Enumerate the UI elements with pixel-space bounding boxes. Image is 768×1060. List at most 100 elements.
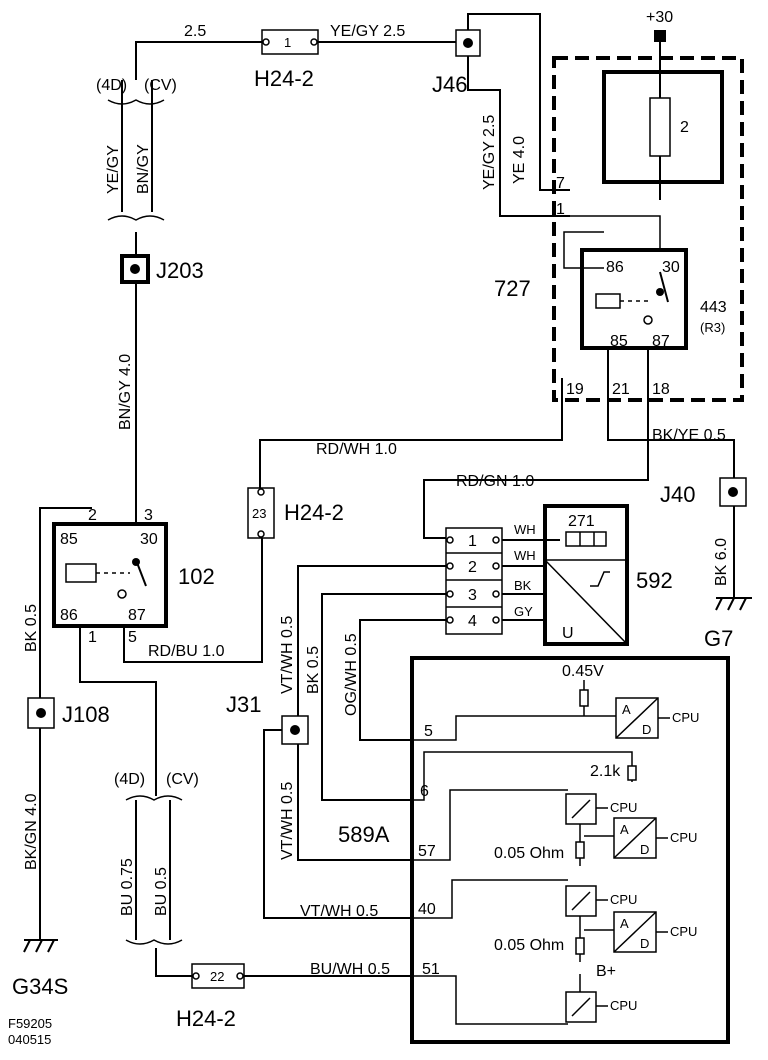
label-pins-relay102-2: 86 [60,607,78,624]
label-labels-j203: J203 [156,258,204,283]
h24-2-top-label: H24-2 [254,66,314,91]
fuse-h24-2-mid: 23 H24-2 [247,487,344,539]
label-internal-cpu: CPU [610,892,637,907]
label-pins-fuse_mid: 23 [252,506,266,521]
wire-ye-gy-2-5-label: YE/GY 2.5 [330,23,405,40]
terminal-plus30: +30 [646,9,673,42]
label-pins-c727_pins-4: 18 [652,381,670,398]
label-wires-vt_wh_05_c: VT/WH 0.5 [300,903,378,920]
wire-ye-gy-2-5-vert: YE/GY 2.5 [481,115,498,190]
relay-102: 85 30 86 87 2 3 1 5 102 [52,507,215,646]
label-pins-c592_u: U [562,625,574,642]
figure-date: 040515 [8,1032,51,1047]
label-pins-c727_pins-1: 1 [556,201,565,218]
label-internal-cpu: CPU [610,800,637,815]
label-pins-relay102-3: 87 [128,607,146,624]
fuse-2-label: 2 [680,119,689,136]
label-pins-c727_pins-2: 19 [566,381,584,398]
label-labels-h24_2_mid: H24-2 [284,500,344,525]
label-labels-j46: J46 [432,72,467,97]
label-wires-b_cv: (CV) [166,771,199,788]
label-internal-d: D [640,842,649,857]
label-pins-conn4-3: 4 [468,613,477,630]
label-internal-cpu: CPU [610,998,637,1013]
label-pins-c589a_pins-0: 5 [424,723,433,740]
junction-j31: J31 [226,692,309,745]
label-wires-bk_05: BK 0.5 [23,604,40,652]
label-wires-vt_wh_05_b: VT/WH 0.5 [279,782,296,860]
label-wires-rd_wh_10: RD/WH 1.0 [316,441,397,458]
label-internal-v045: 0.45V [562,663,604,680]
label-labels-j31: J31 [226,692,261,717]
label-wires-v_4d: (4D) [96,77,127,94]
component-589a: 589A 5 6 57 40 51 0.45V A D CPU 2.1k CPU… [338,656,730,1044]
label-pins-relay443-0: 86 [606,259,624,276]
label-wires-bk_05_b: BK 0.5 [305,646,322,694]
label-wires-wh2: WH [514,548,536,563]
label-internal-cpu: CPU [672,710,699,725]
label-labels-r3: (R3) [700,320,725,335]
label-pins-c589a_pins-2: 57 [418,843,436,860]
label-internal-ohm2: 0.05 Ohm [494,937,564,954]
label-labels-c727: 727 [494,276,531,301]
label-internal-r21k: 2.1k [590,763,621,780]
label-pins-r102_ext-3: 5 [128,629,137,646]
label-wires-bn_gy_40: BN/GY 4.0 [117,354,134,430]
ground-g7: G7 [704,597,752,651]
label-pins-relay443-2: 85 [610,333,628,350]
label-wires-bk_ye_05: BK/YE 0.5 [652,427,726,444]
wire-ye-4-0-vert: YE 4.0 [511,136,528,184]
label-internal-a: A [620,916,629,931]
label-internal-d: D [640,936,649,951]
label-labels-j40: J40 [660,482,695,507]
label-internal-d: D [642,722,651,737]
label-wires-bk_60: BK 6.0 [713,538,730,586]
label-pins-c589a_pins-3: 40 [418,901,436,918]
label-wires-bu_wh_05: BU/WH 0.5 [310,961,390,978]
relay-443: 86 30 85 87 443 (R3) [580,248,727,350]
label-pins-relay102-0: 85 [60,531,78,548]
label-labels-c589a: 589A [338,822,390,847]
label-labels-g7: G7 [704,626,733,651]
label-wires-v_bn_gy: BN/GY [135,144,152,194]
label-wires-v_ye_gy: YE/GY [105,145,122,194]
label-labels-c271: 271 [568,513,595,530]
label-labels-c592: 592 [636,568,673,593]
label-pins-r102_ext-2: 1 [88,629,97,646]
junction-j108: J108 [27,697,110,729]
label-pins-fuse_bot: 22 [210,969,224,984]
fuse-h24-2-top: 1 H24-2 [254,29,319,91]
figure-id: F59205 [8,1016,52,1031]
label-pins-r102_ext-0: 2 [88,507,97,524]
label-wires-bk: BK [514,578,532,593]
label-wires-gy: GY [514,604,533,619]
component-592: 271 U 592 [543,504,673,646]
label-internal-a: A [622,702,631,717]
label-wires-vt_wh_05_a: VT/WH 0.5 [279,616,296,694]
label-pins-c589a_pins-4: 51 [422,961,440,978]
label-wires-rd_gn_10: RD/GN 1.0 [456,473,534,490]
label-labels-j108: J108 [62,702,110,727]
label-wires-og_wh_05: OG/WH 0.5 [343,633,360,716]
wire-2-5-label: 2.5 [184,23,206,40]
label-internal-a: A [620,822,629,837]
label-labels-plus30: +30 [646,9,673,26]
label-labels-g34s: G34S [12,974,68,999]
label-wires-bu_05: BU 0.5 [153,867,170,916]
label-pins-c727_pins-3: 21 [612,381,630,398]
label-labels-c102: 102 [178,564,215,589]
wire-network [39,13,735,977]
label-pins-relay102-1: 30 [140,531,158,548]
label-wires-rd_bu_10: RD/BU 1.0 [148,643,225,660]
junction-j46: J46 [432,29,481,97]
component-727: 2 7 1 19 21 18 727 86 30 85 87 443 (R3) [494,56,744,402]
junction-j40: J40 [660,477,747,507]
fuse-h24-2-bot: 22 H24-2 [176,963,245,1031]
label-pins-relay443-1: 30 [662,259,680,276]
connector-4pin: 1 2 3 4 [445,527,503,635]
label-wires-bk_gn_40: BK/GN 4.0 [23,793,40,870]
ground-g34s: G34S [12,939,68,999]
label-pins-c727_pins-0: 7 [556,175,565,192]
label-pins-conn4-0: 1 [468,533,477,550]
